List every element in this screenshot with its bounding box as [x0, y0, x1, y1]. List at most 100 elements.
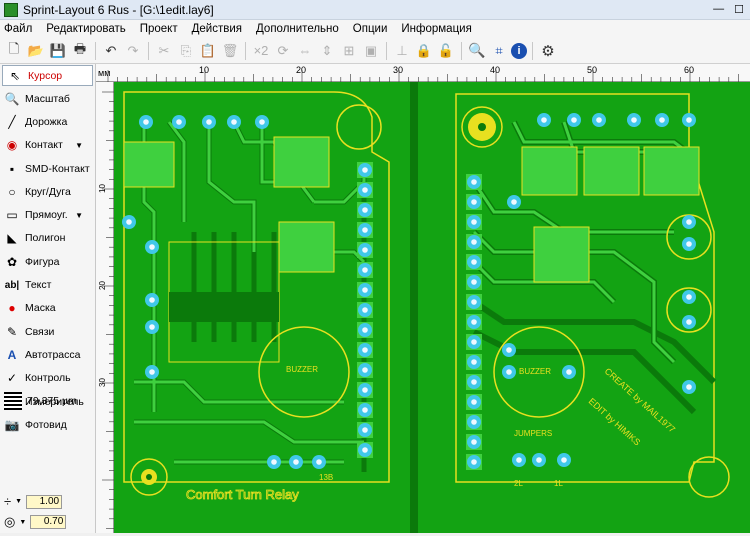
- tool-polygon[interactable]: ◣Полигон: [0, 227, 95, 250]
- mount-hole-outline: [688, 456, 730, 498]
- jumper-2l-label: 2L: [514, 479, 523, 488]
- info-icon[interactable]: i: [511, 42, 527, 59]
- tool-check[interactable]: ✓Контроль: [0, 367, 95, 390]
- track-width-input[interactable]: 1.00: [26, 494, 63, 509]
- pad-size-input[interactable]: 0.70: [30, 515, 67, 529]
- pad-hole: [206, 119, 212, 125]
- group-icon[interactable]: ▣: [364, 42, 378, 58]
- left-smd-part: [278, 221, 335, 273]
- chevron-down-icon[interactable]: ▼: [15, 498, 23, 505]
- tool-track[interactable]: ╱Дорожка: [0, 110, 95, 133]
- copy-icon[interactable]: ⎘: [180, 42, 192, 58]
- open-file-icon[interactable]: 📂: [27, 42, 45, 58]
- chevron-down-icon[interactable]: ▼: [75, 210, 83, 220]
- buzzer-pads: [502, 343, 576, 379]
- new-file-icon[interactable]: 🗋: [8, 40, 20, 56]
- pad-hole: [686, 294, 692, 300]
- grid-icon: [4, 392, 22, 410]
- pad-hole: [362, 447, 368, 453]
- zoom-icon[interactable]: 🔍: [468, 42, 486, 58]
- tool-cursor[interactable]: ⇖Курсор: [2, 65, 93, 86]
- save-icon[interactable]: 💾: [49, 42, 67, 58]
- left-small-label: 13B: [319, 473, 333, 482]
- pcb-drawing[interactable]: Comfort Turn Relay BUZZER 13B: [114, 82, 750, 533]
- lock-icon[interactable]: 🔒: [415, 42, 433, 58]
- settings-gear-icon[interactable]: ⚙: [541, 42, 555, 60]
- chevron-down-icon[interactable]: ▼: [19, 518, 27, 526]
- left-ic-pins: [169, 292, 279, 322]
- tool-photoview[interactable]: 📷Фотовид: [4, 417, 67, 432]
- pad-hole: [471, 219, 477, 225]
- pad-hole: [126, 219, 132, 225]
- pad-hole: [259, 119, 265, 125]
- snap-icon[interactable]: ⊥: [396, 42, 408, 58]
- delete-icon[interactable]: 🗑: [221, 42, 239, 58]
- right-pad-column: [466, 174, 482, 470]
- pad-hole: [516, 457, 522, 463]
- tool-zoom[interactable]: 🔍Масштаб: [4, 91, 70, 106]
- mirror-vertical-icon[interactable]: ⇕: [321, 42, 333, 58]
- menu-extra[interactable]: Дополнительно: [256, 23, 339, 35]
- print-icon[interactable]: 🖶: [73, 40, 87, 56]
- tool-circle[interactable]: ○Круг/Дуга: [0, 180, 95, 203]
- menu-edit[interactable]: Редактировать: [46, 23, 126, 35]
- chevron-down-icon[interactable]: ▼: [75, 140, 83, 150]
- ruler-tick-label: 60: [684, 65, 694, 75]
- pad-hole: [176, 119, 182, 125]
- align-icon[interactable]: ⊞: [343, 42, 355, 58]
- left-pad-column: [357, 162, 373, 458]
- window-title: Sprint-Layout 6 Rus - [G:\1edit.lay6]: [23, 2, 214, 17]
- right-smd-part: [643, 146, 700, 196]
- ruler-tick-label: 20: [296, 65, 306, 75]
- paste-icon[interactable]: 📋: [199, 42, 217, 58]
- cut-icon[interactable]: ✂: [158, 42, 170, 58]
- pad-hole: [471, 419, 477, 425]
- menu-info[interactable]: Информация: [401, 23, 472, 35]
- pad-hole: [362, 267, 368, 273]
- pad-hole: [362, 227, 368, 233]
- redo-icon[interactable]: ↷: [127, 42, 139, 58]
- minimize-icon[interactable]: —: [713, 3, 725, 15]
- maximize-icon[interactable]: ☐: [734, 4, 744, 16]
- crop-icon[interactable]: ⌗: [495, 42, 503, 58]
- menu-actions[interactable]: Действия: [191, 23, 243, 35]
- mount-hole-center: [478, 123, 486, 131]
- rotate-icon[interactable]: ⟳: [277, 42, 289, 58]
- pad-hole: [471, 259, 477, 265]
- grid-setting[interactable]: 79,375 µm: [4, 392, 77, 410]
- duplicate-button[interactable]: ×2: [253, 43, 269, 58]
- toolbar-separator: [95, 41, 96, 60]
- tool-pad[interactable]: ◉Контакт▼: [0, 134, 95, 157]
- right-smd-part: [533, 226, 590, 283]
- menu-options[interactable]: Опции: [352, 23, 388, 35]
- figure-icon: ✿: [6, 254, 18, 269]
- undo-icon[interactable]: ↶: [105, 42, 117, 58]
- tool-text[interactable]: ab|Текст: [4, 279, 52, 292]
- mirror-horizontal-icon[interactable]: ⇔: [298, 43, 312, 58]
- pcb-canvas[interactable]: Comfort Turn Relay BUZZER 13B: [114, 82, 750, 533]
- left-buzzer-label: BUZZER: [286, 365, 318, 374]
- tool-connections[interactable]: ✎Связи: [0, 320, 95, 343]
- right-buzzer-outline: [493, 326, 585, 418]
- left-buzzer-outline: [258, 326, 350, 418]
- track-icon: ╱: [8, 114, 16, 129]
- pad-hole: [571, 117, 577, 123]
- tool-rectangle[interactable]: ▭Прямоуг.▼: [0, 203, 95, 226]
- toolbar-separator: [532, 41, 533, 60]
- tool-figure[interactable]: ✿Фигура: [0, 250, 95, 273]
- tool-mask[interactable]: ●Маска: [0, 297, 95, 320]
- menu-project[interactable]: Проект: [139, 23, 178, 35]
- unlock-icon[interactable]: 🔓: [437, 42, 455, 58]
- pad-hole: [362, 407, 368, 413]
- ruler-tick-label: 10: [98, 184, 107, 193]
- right-smd-part: [583, 146, 640, 196]
- rectangle-icon: ▭: [6, 208, 18, 223]
- pad-hole: [506, 369, 512, 375]
- tool-smd-pad[interactable]: ▪SMD-Контакт: [0, 157, 95, 180]
- pad-hole: [149, 297, 155, 303]
- pad-hole: [143, 119, 149, 125]
- menu-file[interactable]: Файл: [4, 23, 33, 35]
- pad-hole: [362, 347, 368, 353]
